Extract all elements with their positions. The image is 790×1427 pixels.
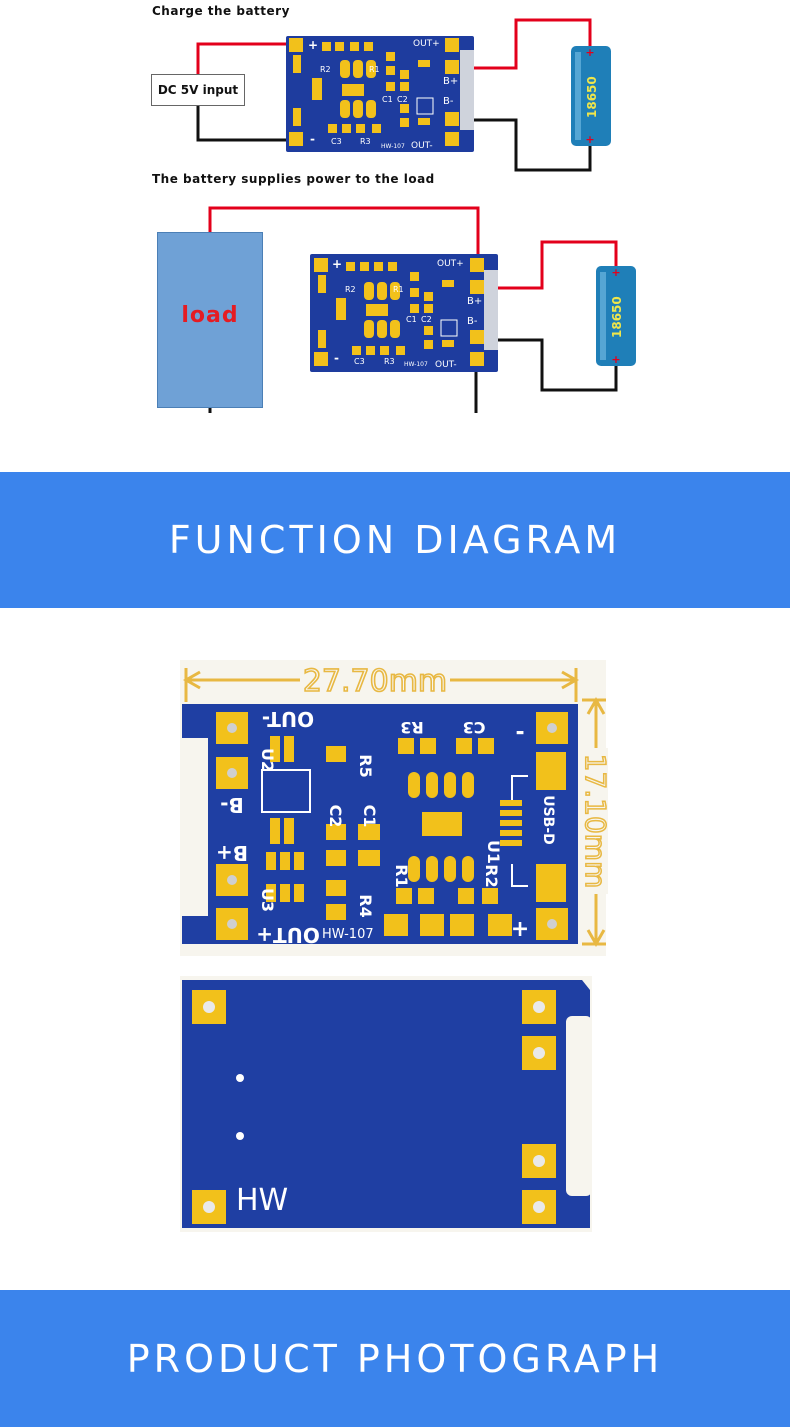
function-diagram-banner: FUNCTION DIAGRAM bbox=[0, 472, 790, 608]
svg-text:R3: R3 bbox=[400, 718, 423, 737]
back-hw-label: HW bbox=[236, 1183, 288, 1218]
svg-text:R1: R1 bbox=[369, 65, 380, 74]
pcb-board-charge: + - OUT+ B+ B- OUT- R2 R1 C1 C2 C3 R3 HW… bbox=[286, 36, 474, 152]
pcb-board-load: + - OUT+ B+ B- OUT- R2 R1 C1 C2 C3 R3 HW… bbox=[310, 254, 498, 372]
svg-text:OUT+: OUT+ bbox=[437, 259, 464, 269]
svg-text:U1: U1 bbox=[484, 840, 503, 864]
svg-text:C2: C2 bbox=[421, 315, 432, 324]
battery-18650-load: + + 18650 bbox=[596, 266, 636, 366]
svg-text:+: + bbox=[308, 38, 318, 52]
svg-text:18650: 18650 bbox=[585, 76, 599, 118]
function-diagram-graphic: + - OUT+ B+ B- OUT- R2 R1 C1 C2 C3 R3 HW… bbox=[196, 18, 636, 413]
product-photograph-banner: PRODUCT PHOTOGRAPH bbox=[0, 1290, 790, 1427]
battery2-negative-wire bbox=[480, 338, 618, 392]
battery-18650-charge: + + 18650 bbox=[571, 46, 611, 146]
svg-text:-: - bbox=[310, 132, 315, 146]
svg-text:R2: R2 bbox=[345, 285, 356, 294]
svg-text:OUT+: OUT+ bbox=[256, 923, 320, 947]
svg-text:B-: B- bbox=[220, 793, 244, 817]
svg-text:C3: C3 bbox=[463, 718, 486, 737]
svg-text:R2: R2 bbox=[482, 864, 501, 887]
svg-text:OUT+: OUT+ bbox=[413, 39, 440, 49]
dc-input-box: DC 5V input bbox=[151, 74, 245, 106]
svg-text:U2: U2 bbox=[258, 748, 277, 772]
svg-text:C1: C1 bbox=[360, 805, 379, 828]
svg-text:B+: B+ bbox=[467, 296, 482, 307]
svg-text:-: - bbox=[515, 720, 524, 745]
svg-text:HW-107: HW-107 bbox=[404, 361, 428, 368]
front-model-label: HW-107 bbox=[322, 927, 374, 942]
svg-text:+: + bbox=[611, 353, 620, 366]
svg-text:C2: C2 bbox=[326, 805, 345, 828]
battery-positive-wire bbox=[455, 18, 592, 70]
svg-text:C3: C3 bbox=[331, 137, 342, 146]
svg-text:+: + bbox=[585, 133, 594, 146]
svg-text:B-: B- bbox=[443, 96, 454, 107]
svg-text:+: + bbox=[511, 916, 529, 941]
svg-text:HW-107: HW-107 bbox=[381, 143, 405, 150]
svg-text:OUT-: OUT- bbox=[435, 360, 457, 370]
svg-text:C1: C1 bbox=[406, 315, 417, 324]
function-diagram-title: FUNCTION DIAGRAM bbox=[168, 518, 622, 562]
svg-text:C3: C3 bbox=[354, 357, 365, 366]
dc-positive-wire bbox=[196, 42, 300, 74]
dc-negative-wire bbox=[196, 106, 300, 142]
dc-input-label: DC 5V input bbox=[157, 83, 239, 97]
svg-text:U3: U3 bbox=[258, 888, 277, 912]
svg-text:-: - bbox=[334, 351, 339, 365]
svg-text:B+: B+ bbox=[443, 76, 458, 87]
charge-caption: Charge the battery bbox=[152, 4, 290, 18]
svg-text:+: + bbox=[585, 46, 594, 59]
battery-negative-wire bbox=[455, 118, 592, 172]
svg-text:R1: R1 bbox=[393, 285, 404, 294]
svg-text:R5: R5 bbox=[356, 754, 375, 777]
svg-text:+: + bbox=[332, 257, 342, 271]
svg-text:B+: B+ bbox=[216, 841, 248, 865]
product-photograph-title: PRODUCT PHOTOGRAPH bbox=[126, 1336, 664, 1381]
svg-text:C2: C2 bbox=[397, 95, 408, 104]
svg-text:R3: R3 bbox=[384, 357, 395, 366]
svg-text:C1: C1 bbox=[382, 95, 393, 104]
svg-text:OUT-: OUT- bbox=[262, 707, 314, 731]
pcb-back-photo: HW bbox=[180, 976, 592, 1232]
height-dimension: 17.10mm bbox=[579, 754, 612, 889]
svg-text:+: + bbox=[611, 266, 620, 279]
svg-text:R3: R3 bbox=[360, 137, 371, 146]
power-caption: The battery supplies power to the load bbox=[152, 172, 435, 186]
svg-text:18650: 18650 bbox=[610, 296, 624, 338]
width-dimension: 27.70mm bbox=[303, 664, 447, 699]
load-box: load bbox=[157, 232, 263, 408]
svg-text:R4: R4 bbox=[356, 894, 375, 917]
svg-text:OUT-: OUT- bbox=[411, 141, 433, 151]
battery2-positive-wire bbox=[480, 240, 618, 290]
svg-text:R1: R1 bbox=[392, 864, 411, 887]
svg-text:USB-D: USB-D bbox=[540, 795, 556, 845]
load-label: load bbox=[181, 303, 239, 328]
load-positive-wire bbox=[208, 206, 480, 264]
svg-text:R2: R2 bbox=[320, 65, 331, 74]
svg-text:B-: B- bbox=[467, 316, 478, 327]
pcb-front-photo: 27.70mm 17.10mm bbox=[180, 660, 613, 956]
